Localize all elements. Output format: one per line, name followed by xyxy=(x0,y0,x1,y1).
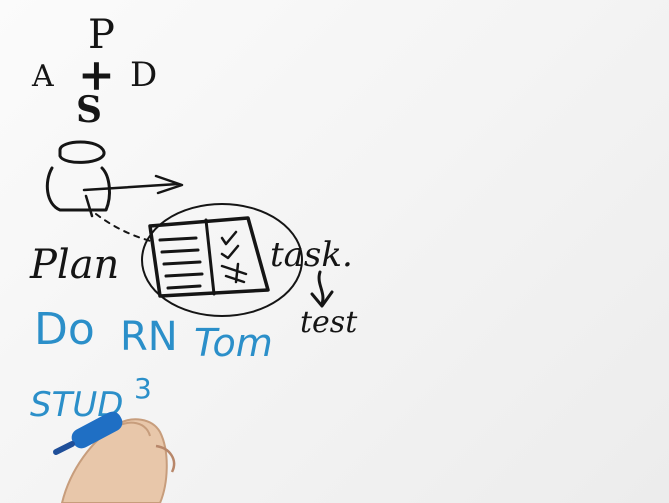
test-label: test xyxy=(300,305,358,340)
superscript-3: 3 xyxy=(134,372,152,405)
task-to-test-arrow xyxy=(319,272,323,304)
task-label: task. xyxy=(270,235,353,275)
do-word: Do xyxy=(34,304,95,355)
pdsa-s: S xyxy=(76,89,102,131)
plan-label: Plan xyxy=(29,242,119,288)
person-sketch xyxy=(47,142,182,216)
pdsa-d: D xyxy=(130,55,157,95)
pdsa-cross: P A + D S xyxy=(31,12,157,131)
pdsa-a: A xyxy=(31,59,54,94)
do-line: Do RN Tom xyxy=(34,304,273,365)
tom-word: Tom xyxy=(194,321,273,365)
rn-word: RN xyxy=(120,314,178,360)
